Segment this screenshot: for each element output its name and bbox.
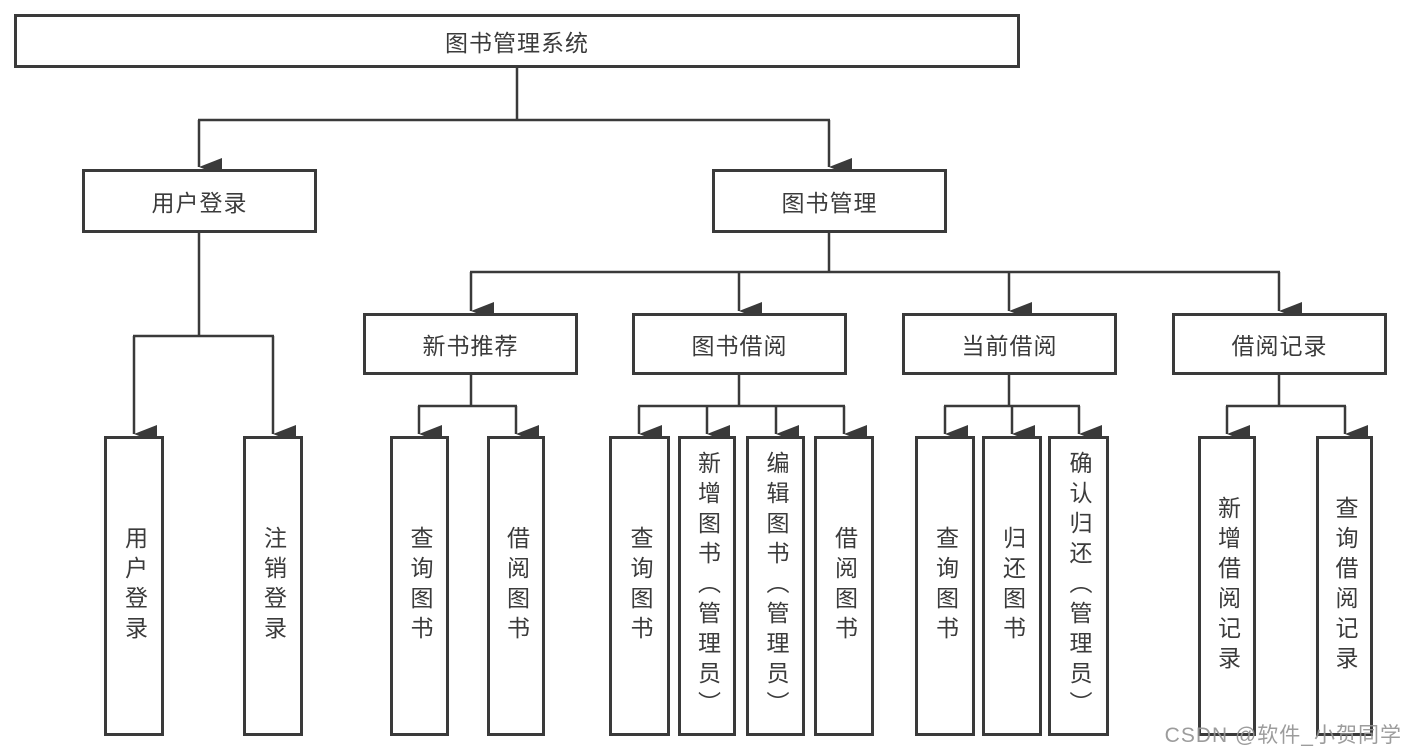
node-book-management-label: 图书管理 — [781, 190, 878, 216]
leaf-borrow-books: 借阅图书 — [814, 436, 874, 736]
leaf-borrow-books-label: 借阅图书 — [831, 526, 858, 646]
node-book-borrow: 图书借阅 — [632, 313, 847, 375]
leaf-user-login-label: 用户登录 — [121, 526, 148, 646]
leaf-edit-book-admin: 编辑图书（管理员） — [746, 436, 805, 736]
leaf-query-borrow-record: 查询借阅记录 — [1316, 436, 1373, 736]
node-book-management: 图书管理 — [712, 169, 947, 233]
leaf-query-books-borrow-label: 查询图书 — [627, 526, 653, 646]
leaf-query-books-borrow: 查询图书 — [609, 436, 670, 736]
leaf-borrow-books-recommend-label: 借阅图书 — [503, 526, 530, 646]
node-new-book-recommend-label: 新书推荐 — [422, 333, 519, 359]
leaf-add-book-admin: 新增图书（管理员） — [678, 436, 736, 736]
leaf-borrow-books-recommend: 借阅图书 — [487, 436, 545, 736]
node-current-borrow: 当前借阅 — [902, 313, 1117, 375]
node-book-borrow-label: 图书借阅 — [691, 333, 788, 359]
leaf-query-books-current: 查询图书 — [915, 436, 975, 736]
leaf-edit-book-admin-label: 编辑图书（管理员） — [763, 451, 789, 721]
leaf-user-login: 用户登录 — [104, 436, 164, 736]
leaf-add-book-admin-label: 新增图书（管理员） — [694, 451, 721, 721]
leaf-confirm-return-admin: 确认归还（管理员） — [1048, 436, 1109, 736]
leaf-query-books-recommend: 查询图书 — [390, 436, 449, 736]
leaf-return-book: 归还图书 — [982, 436, 1042, 736]
node-current-borrow-label: 当前借阅 — [961, 333, 1058, 359]
leaf-logout-label: 注销登录 — [260, 526, 287, 646]
node-root-label: 图书管理系统 — [445, 30, 589, 56]
leaf-query-borrow-record-label: 查询借阅记录 — [1332, 496, 1358, 676]
node-user-login: 用户登录 — [82, 169, 317, 233]
leaf-logout: 注销登录 — [243, 436, 303, 736]
leaf-add-borrow-record: 新增借阅记录 — [1198, 436, 1256, 736]
leaf-query-books-current-label: 查询图书 — [932, 526, 959, 646]
watermark: CSDN @软件_小贺同学 — [1164, 724, 1402, 747]
node-borrow-records-label: 借阅记录 — [1231, 333, 1328, 359]
leaf-query-books-recommend-label: 查询图书 — [407, 526, 433, 646]
node-user-login-label: 用户登录 — [151, 190, 248, 216]
leaf-add-borrow-record-label: 新增借阅记录 — [1214, 496, 1241, 676]
node-root: 图书管理系统 — [14, 14, 1020, 68]
node-borrow-records: 借阅记录 — [1172, 313, 1387, 375]
leaf-confirm-return-admin-label: 确认归还（管理员） — [1066, 451, 1092, 721]
node-new-book-recommend: 新书推荐 — [363, 313, 578, 375]
leaf-return-book-label: 归还图书 — [999, 526, 1026, 646]
